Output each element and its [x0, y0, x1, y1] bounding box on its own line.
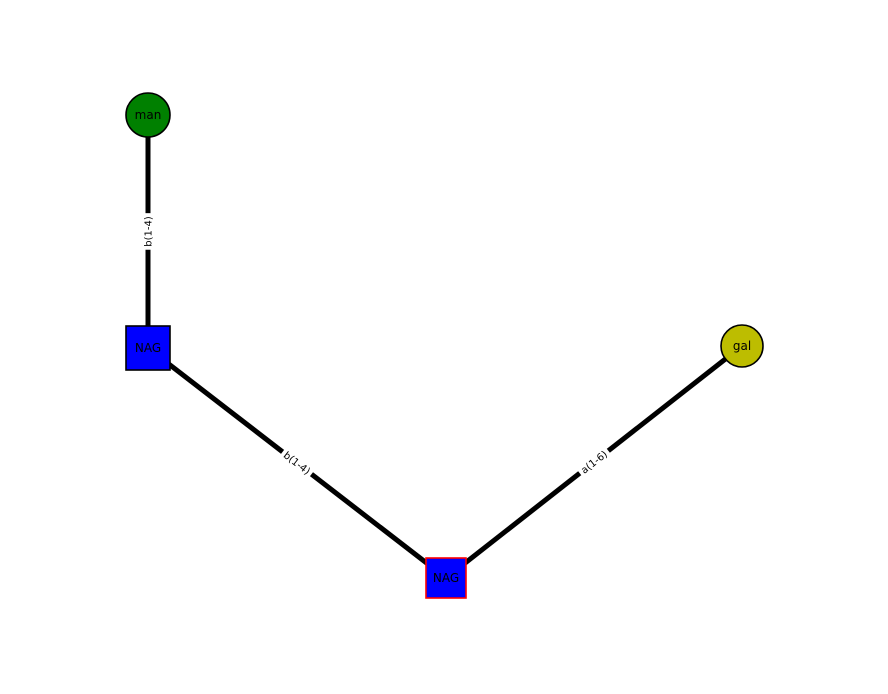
edge-label-background	[141, 213, 157, 250]
edge-label-group-man-nag1: b(1-4)	[141, 213, 157, 250]
node-label-nag2: NAG	[433, 571, 459, 585]
edge-label-background	[277, 446, 316, 481]
edge-label-group-nag2-gal: a(1-6)	[575, 445, 614, 480]
node-label-nag1: NAG	[135, 341, 161, 355]
node-label-gal: gal	[733, 339, 751, 353]
edge-label-man-nag1: b(1-4)	[144, 216, 155, 247]
node-man-circle	[125, 92, 171, 138]
edge-label-background	[575, 445, 614, 480]
node-nag1-square	[125, 325, 171, 371]
edge-label-group-nag1-nag2: b(1-4)	[277, 446, 316, 481]
node-label-man: man	[135, 108, 162, 122]
node-gal-circle	[720, 324, 764, 368]
node-nag2-square	[425, 557, 467, 599]
